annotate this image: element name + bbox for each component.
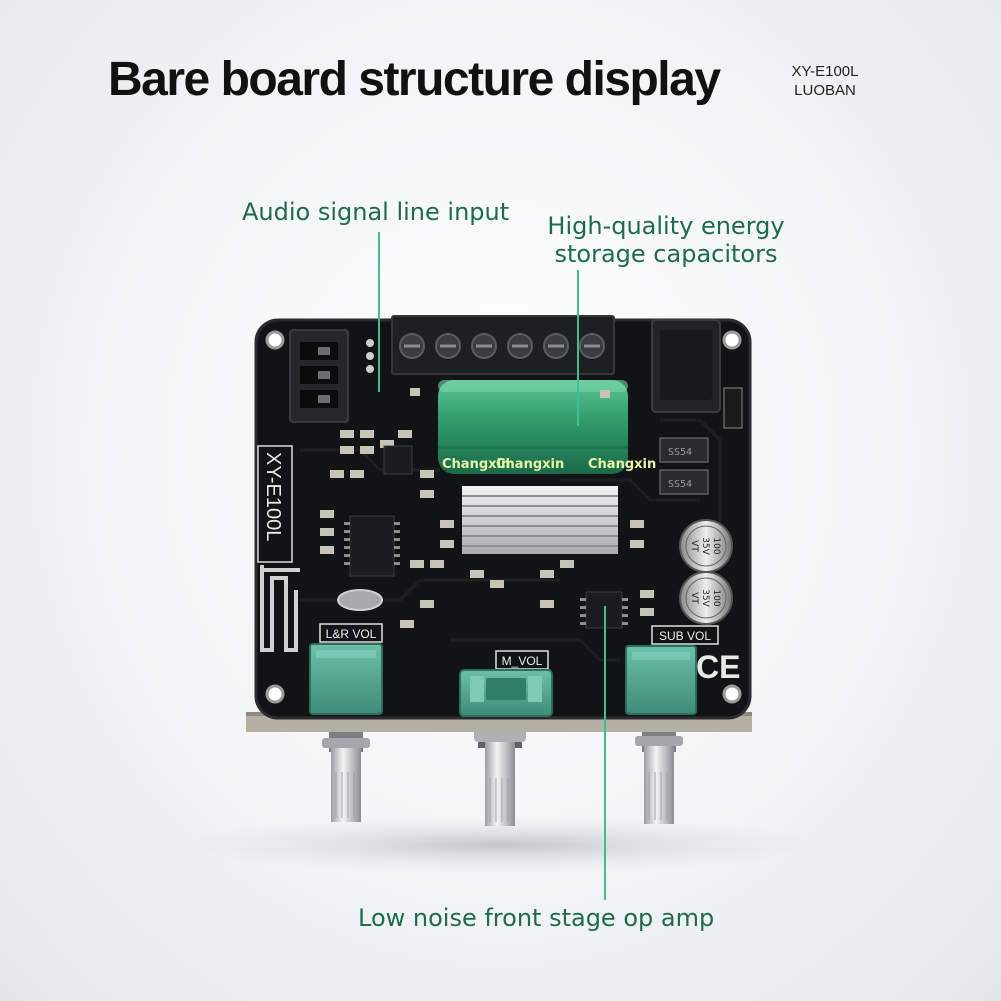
small-cap-1-c: VT: [689, 540, 699, 552]
page-title: Bare board structure display: [108, 53, 721, 106]
model-line-2: LUOBAN: [794, 82, 856, 99]
callout-op-amp: Low noise front stage op amp: [358, 904, 715, 932]
potentiometer-m-vol: [459, 669, 553, 717]
dc-power-jack: [651, 319, 743, 429]
heatsink: [462, 486, 618, 554]
small-cap-2-b: 35V: [700, 589, 710, 607]
callout-capacitors: High-quality energy storage capacitors: [528, 212, 804, 268]
energy-storage-capacitor: Changxin Changxin Changxin: [438, 380, 656, 474]
small-capacitor-1: 100 35V VT: [679, 519, 733, 573]
ce-mark: CE: [696, 649, 740, 685]
small-capacitor-2: 100 35V VT: [679, 571, 733, 625]
potentiometer-sub-vol: [625, 645, 697, 715]
callout-capacitors-line-2: storage capacitors: [554, 240, 778, 268]
audio-input-connector: [289, 329, 374, 423]
smd-components: [320, 388, 654, 628]
model-label: XY-E100L LUOBAN: [760, 62, 890, 100]
capacitor-brand-2: Changxin: [496, 457, 564, 472]
small-cap-1-a: 100: [711, 537, 721, 554]
floor-shadow: [170, 817, 830, 873]
label-m-vol: M_VOL: [495, 650, 549, 670]
bluetooth-antenna: [260, 565, 300, 652]
svg-text:L&R VOL: L&R VOL: [326, 627, 377, 641]
mounting-holes: [265, 330, 742, 704]
silkscreen-model: XY-E100L: [262, 452, 284, 541]
small-cap-2-a: 100: [711, 589, 721, 606]
integrated-circuits: [337, 445, 413, 611]
potentiometer-lr-vol: [309, 643, 383, 715]
diode-label-1: SS54: [668, 447, 692, 458]
callout-audio-input: Audio signal line input: [242, 198, 510, 226]
model-line-1: XY-E100L: [791, 63, 859, 80]
schottky-diodes: SS54 SS54: [659, 437, 709, 495]
capacitor-brand-1: Changxin: [442, 457, 510, 472]
callout-capacitors-line-1: High-quality energy: [547, 212, 785, 240]
label-lr-vol: L&R VOL: [319, 623, 383, 643]
svg-text:SUB VOL: SUB VOL: [659, 629, 711, 643]
small-cap-1-b: 35V: [700, 537, 710, 555]
svg-text:M_VOL: M_VOL: [502, 654, 543, 668]
diode-label-2: SS54: [668, 479, 692, 490]
small-cap-2-c: VT: [689, 592, 699, 604]
label-sub-vol: SUB VOL: [651, 625, 719, 645]
capacitor-brand-3: Changxin: [588, 457, 656, 472]
speaker-terminal-block: [391, 315, 615, 375]
